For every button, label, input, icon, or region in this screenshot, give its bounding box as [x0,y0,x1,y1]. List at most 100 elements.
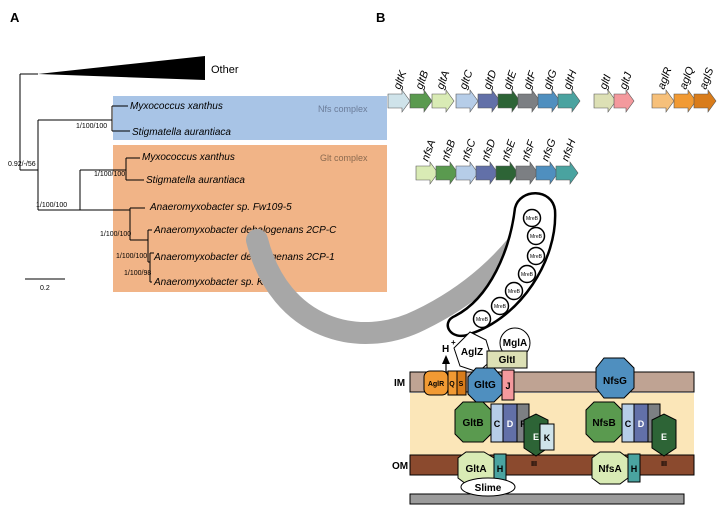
glt-complex-box [113,145,387,292]
gene-name: gltC [458,68,476,91]
glt-complex-label: Glt complex [320,153,368,163]
mreb-subunit [526,246,546,266]
nfsa-label: NfsA [598,464,621,475]
panel-b-label: B [376,10,385,25]
mreb-text: MreB [521,272,534,278]
gene-name: gltI [598,73,614,91]
gene-arrow-gltD [477,89,501,113]
gene-name: gltB [414,69,432,91]
gltg-protein [467,367,503,403]
agls-label: S [459,381,464,388]
gene-arrow-gltI [593,89,617,113]
nfsg-protein [595,357,635,399]
gene-arrow-gltH [557,89,581,113]
gene-arrow-gltA [431,89,455,113]
gene-arrow-nfsE [495,161,519,185]
mreb-subunit [526,226,546,246]
taxon-label: Myxococcus xanthus [142,152,235,163]
mreb-text: MreB [530,234,543,240]
gene-name: aglQ [678,65,697,91]
gene-name: aglR [656,66,675,91]
gene-arrow-nfsF [515,161,539,185]
scale-bar-label: 0.2 [40,285,50,292]
mreb-text: MreB [530,254,543,260]
support-value: 1/100/100 [36,202,67,209]
taxon-label: Stigmatella aurantiaca [146,175,245,186]
mreb-text: MreB [476,317,489,323]
om-label: OM [392,461,408,472]
outer-membrane [409,454,695,476]
mreb-filament-outline [446,192,557,338]
gene-cluster-row2 [415,161,579,185]
gene-arrow-gltC [455,89,479,113]
gene-arrow-nfsH [555,161,579,185]
gene-name: gltK [392,68,410,91]
gene-arrow-gltB [409,89,433,113]
proton-label: H [442,344,449,355]
panel-a-label: A [10,10,20,25]
gltj-protein [501,369,515,401]
mreb-text: MreB [526,216,539,222]
taxon-label: Anaeromyxobacter sp. K [153,277,265,288]
nfs-complex-label: Nfs complex [318,104,368,114]
aglr-label: AglR [428,381,444,388]
mreb-circles: MreB MreB MreB MreB MreB MreB MreB [472,208,546,329]
gene-arrow-gltE [497,89,521,113]
nfsb-protein [585,401,623,443]
gene-arrow-gltJ [613,89,635,113]
nfsc-label: C [625,419,632,429]
taxon-label: Anaeromyxobacter dehalogenans 2CP-C [153,225,337,236]
nfse-protein [651,413,677,457]
other-clade-label: Other [211,64,239,76]
agls-protein [456,370,467,396]
mreb-text: MreB [508,289,521,295]
taxon-label: Stigmatella aurantiaca [132,127,231,138]
gene-arrow-aglQ [673,89,697,113]
taxon-label: Anaeromyxobacter sp. Fw109-5 [149,202,292,213]
support-value: 1/100/100 [116,253,147,260]
mreb-subunit [472,309,492,329]
phylogenetic-tree [19,73,154,283]
gltf-label: F [520,419,526,429]
gltb-protein [454,401,492,443]
nfsb-label: NfsB [592,418,615,429]
proton-plus: + [451,338,456,347]
nfs-complex-box [113,96,387,140]
nfsd-label: D [638,419,645,429]
mgla-label: MglA [503,338,527,349]
glta-label: GltA [465,464,486,475]
gltk-label: K [544,433,551,443]
mreb-subunit [522,208,542,228]
gene-name: nfsC [460,138,479,163]
gene-name: nfsH [560,138,579,163]
gltg-label: GltG [474,380,496,391]
gltj-label: J [505,381,510,391]
gene-arrow-gltK [387,89,411,113]
nfsa-protein [591,451,629,485]
substratum [409,493,685,505]
taxon-label: Myxococcus xanthus [130,101,223,112]
gltb-label: GltB [462,418,483,429]
gene-name: nfsA [420,138,439,163]
gene-name: nfsB [440,138,459,163]
gene-arrow-aglR [651,89,675,113]
gene-name: gltE [502,68,520,91]
gene-name: gltA [435,69,453,91]
gene-names-row2: nfsA nfsB nfsC nfsD nfsE nfsF nfsG nfsH [420,137,579,163]
nfsh-label: H [631,464,638,474]
gene-name: aglS [698,66,717,91]
support-value: 1/100/100 [100,231,131,238]
gene-name: nfsD [480,138,499,163]
gene-arrow-gltG [537,89,561,113]
iii-label: III [661,461,667,468]
nfsh-protein [627,453,641,483]
support-value: 1/100/100 [94,171,125,178]
gltd-label: D [507,419,514,429]
mreb-text: MreB [494,304,507,310]
gene-name: nfsG [540,137,559,163]
gene-names-row1: gltK gltB gltA gltC gltD gltE gltF gltG … [392,65,717,91]
nfse-label: E [661,432,667,442]
gene-name: gltH [562,68,580,91]
gltc-label: C [494,419,501,429]
